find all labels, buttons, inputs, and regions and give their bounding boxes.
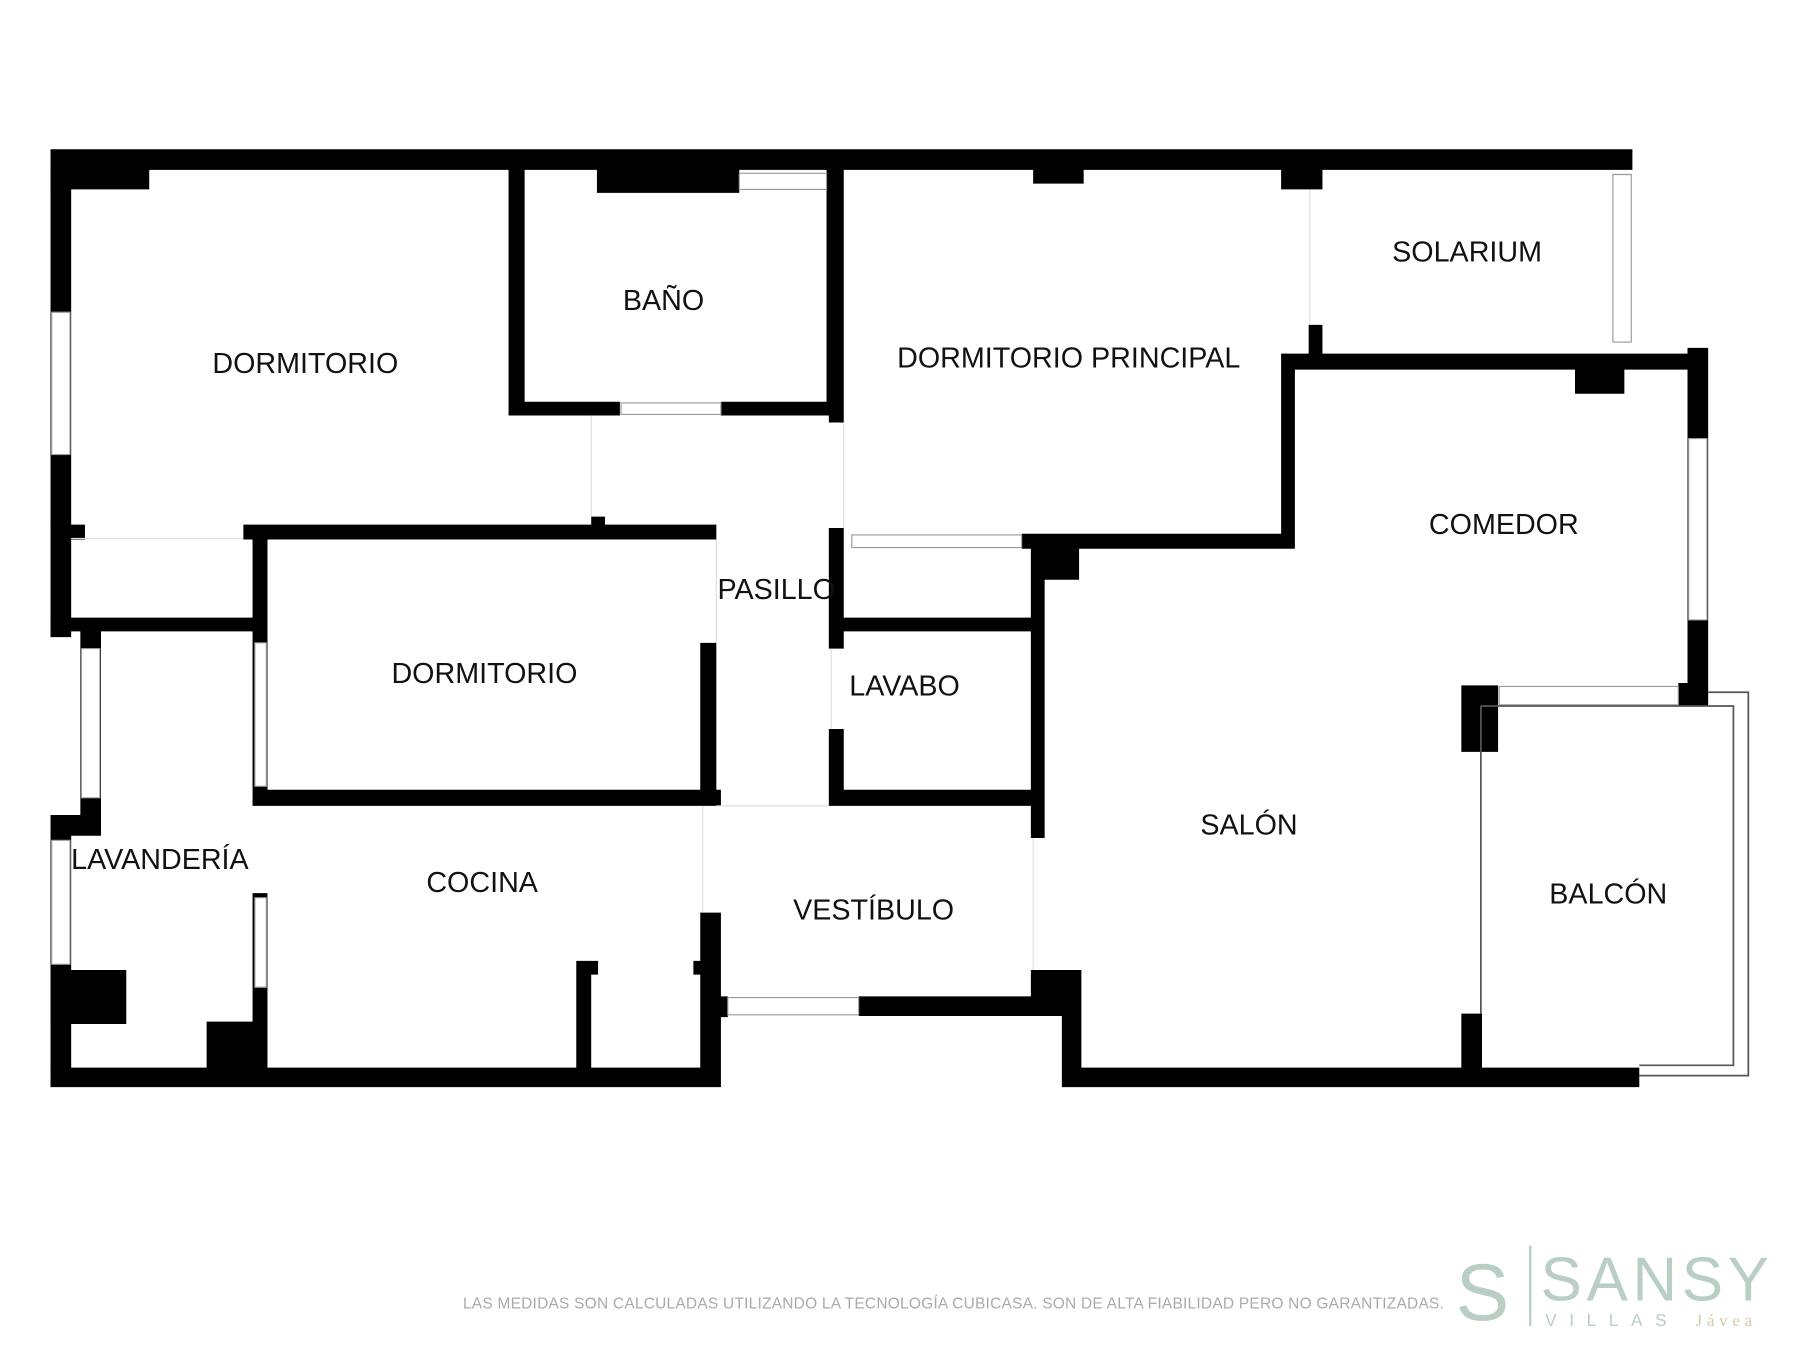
room-label-salon: SALÓN (1200, 809, 1297, 842)
room-label-balcon: BALCÓN (1549, 877, 1667, 910)
room-label-pasillo: PASILLO (717, 574, 834, 606)
logo-monogram: S (1456, 1248, 1510, 1338)
windows (51, 172, 1708, 1016)
room-label-cocina: COCINA (426, 867, 538, 899)
walls (50, 149, 1709, 1088)
logo-place: Jávea (1696, 1311, 1757, 1330)
room-labels: DORMITORIO BAÑO DORMITORIO PRINCIPAL SOLARI… (71, 237, 1667, 927)
logo-divider (1529, 1245, 1532, 1326)
room-label-lavabo: LAVABO (849, 671, 960, 703)
logo-sub: VILLAS (1545, 1310, 1679, 1330)
balcony-railing (1480, 691, 1750, 1077)
disclaimer-note: LAS MEDIDAS SON CALCULADAS UTILIZANDO LA… (463, 1296, 1444, 1313)
logo-name: SANSY (1541, 1246, 1774, 1315)
door-lines (71, 189, 1311, 971)
room-label-lavanderia: LAVANDERÍA (71, 843, 249, 876)
room-label-dormitorio-principal: DORMITORIO PRINCIPAL (897, 342, 1240, 374)
sansy-logo: S SANSY VILLAS Jávea (1456, 1245, 1774, 1338)
room-label-dormitorio-1: DORMITORIO (212, 348, 398, 380)
room-label-comedor: COMEDOR (1429, 509, 1579, 541)
room-label-solarium: SOLARIUM (1392, 237, 1542, 269)
room-label-vestibulo: VESTÍBULO (793, 894, 954, 927)
room-label-bano: BAÑO (623, 283, 704, 317)
room-label-dormitorio-2: DORMITORIO (391, 658, 577, 690)
